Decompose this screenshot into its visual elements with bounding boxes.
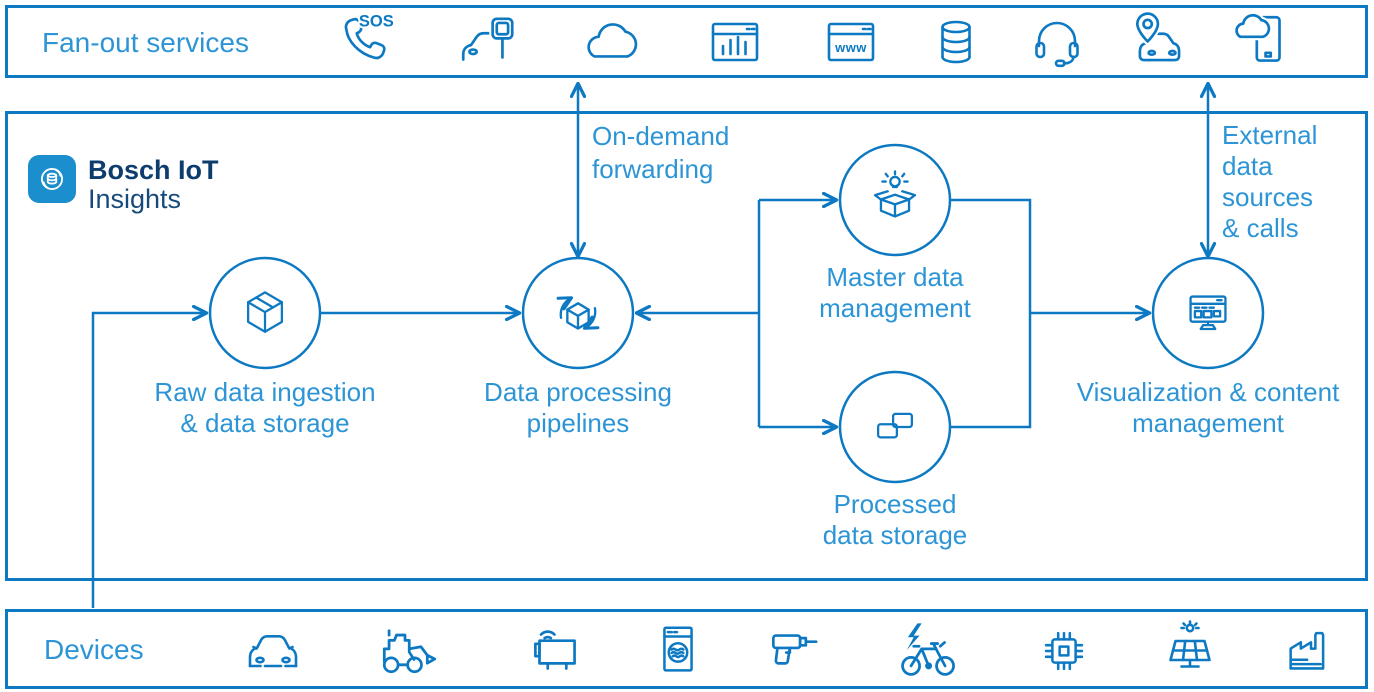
idea-box-icon <box>864 169 926 231</box>
logo-title: Bosch IoT <box>88 155 219 185</box>
processing-cycle-icon <box>547 282 609 344</box>
svg-text:SOS: SOS <box>359 13 394 31</box>
support-headset-icon <box>1025 10 1089 74</box>
devices-title: Devices <box>44 634 144 665</box>
website-www-icon: www <box>819 10 883 74</box>
car-icon <box>241 619 305 683</box>
visualization-label: Visualization & content management <box>1076 377 1340 438</box>
processing-label: Data processing pipelines <box>484 377 672 438</box>
processing-node-circle <box>521 256 635 370</box>
sos-phone-icon: SOS <box>332 8 398 74</box>
washing-machine-icon <box>647 620 709 682</box>
car-location-icon <box>1127 9 1193 75</box>
master-data-node-circle <box>838 143 952 257</box>
semiconductor-chip-icon <box>1033 620 1095 682</box>
svg-text:www: www <box>834 40 867 55</box>
processed-storage-label: Processed data storage <box>822 489 968 550</box>
raw-data-label: Raw data ingestion & data storage <box>154 377 376 438</box>
package-box-icon <box>235 283 295 343</box>
dashboard-monitor-icon <box>1177 282 1239 344</box>
cloud-icon <box>576 9 646 75</box>
connector-devices-to-raw <box>91 304 209 608</box>
insights-logo-icon <box>41 168 63 190</box>
mobile-cloud-icon <box>1230 9 1296 75</box>
master-data-label: Master data management <box>819 262 971 323</box>
excavator-icon <box>371 617 439 685</box>
e-bike-icon <box>893 617 961 685</box>
external-data-sources-label: External data sources & calls <box>1222 120 1318 243</box>
fanout-services-bar <box>5 5 1368 78</box>
web-analytics-icon <box>703 10 767 74</box>
solar-panel-icon <box>1158 619 1222 683</box>
logo-subtitle: Insights <box>88 184 182 214</box>
visualization-node-circle <box>1151 256 1265 370</box>
bosch-iot-insights-logo <box>28 155 76 203</box>
factory-icon <box>1280 620 1342 682</box>
devices-bar <box>5 609 1368 689</box>
connected-car-icon <box>455 9 521 75</box>
power-drill-icon <box>762 618 828 684</box>
fanout-services-title: Fan-out services <box>42 27 249 58</box>
layered-data-icon <box>865 397 925 457</box>
smart-appliance-icon <box>523 618 589 684</box>
insights-platform-box <box>5 111 1368 581</box>
database-icon <box>924 10 988 74</box>
on-demand-forwarding-label: On-demand forwarding <box>592 121 730 184</box>
